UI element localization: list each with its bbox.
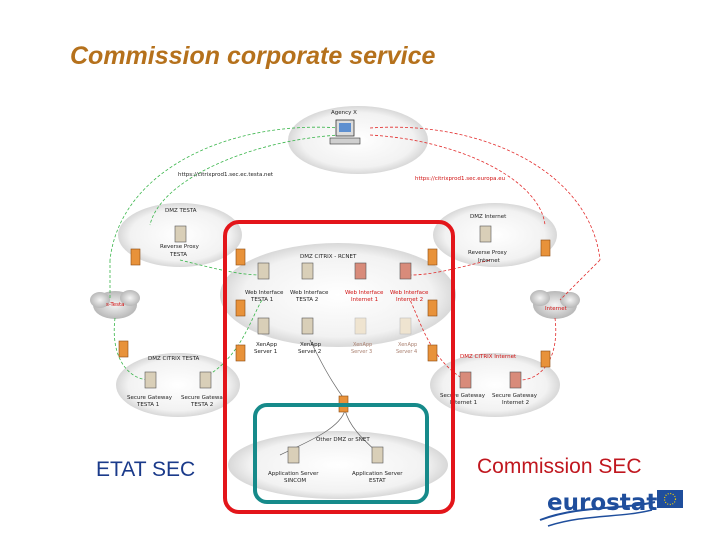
gateway-testa-1-line1: Secure Gateway [127, 395, 173, 401]
xenapp-3-line2: Server 3 [351, 349, 372, 355]
gateway-internet-2-line1: Secure Gateway [492, 393, 538, 399]
gateway-testa-2-line1: Secure Gateway [181, 395, 227, 401]
server-icons [144, 225, 522, 464]
xenapp-1-line2: Server 1 [254, 349, 277, 355]
app-server-1-line2: SINCOM [284, 478, 306, 484]
etat-sec-label: ETAT SEC [96, 458, 196, 481]
zone-other-dmz [228, 431, 448, 499]
commission-highlight-frame [223, 220, 455, 514]
slide-title: Commission corporate service [70, 42, 436, 70]
web-interface-2-line2: TESTA 2 [295, 297, 318, 303]
zone-dmz-citrix-rcnet [220, 243, 456, 347]
estat-highlight-frame [253, 403, 429, 504]
other-dmz-label: Other DMZ or SNET [316, 437, 370, 443]
web-interface-1-line2: TESTA 1 [250, 297, 273, 303]
testa-links [109, 126, 341, 381]
url-internet-label: https://citrixprod1.sec.europa.eu [415, 176, 505, 182]
eurostat-logo: eurostat [539, 490, 683, 527]
svg-text:eurostat: eurostat [547, 490, 657, 516]
cloud-testa [90, 290, 140, 319]
web-interface-1-line1: Web Interface [245, 290, 284, 296]
gateway-testa-2-line2: TESTA 2 [190, 402, 213, 408]
cloud-internet [530, 290, 580, 319]
web-interface-3-line2: Internet 1 [351, 297, 378, 303]
dmz-testa-label: DMZ TESTA [165, 208, 197, 214]
url-testa-label: https://citrixprod1.sec.ec.testa.net [178, 172, 274, 178]
reverse-proxy-testa-line2: TESTA [169, 252, 187, 258]
reverse-proxy-internet-line1: Reverse Proxy [468, 250, 508, 256]
gateway-internet-2-line2: Internet 2 [502, 400, 529, 406]
gateway-internet-1-line2: Internet 1 [450, 400, 477, 406]
eu-flag-icon [657, 490, 683, 508]
web-interface-4-line1: Web Interface [390, 290, 429, 296]
xenapp-1-line1: XenApp [256, 342, 278, 348]
agency-label: Agency X [331, 110, 357, 116]
commission-sec-label: Commission SEC [477, 455, 642, 478]
cloud-testa-label: s-Testa [106, 302, 125, 308]
app-server-2-line1: Application Server [352, 471, 403, 477]
zone-dmz-citrix-internet [430, 353, 560, 417]
xenapp-4-line1: XenApp [398, 342, 417, 348]
web-interface-3-line1: Web Interface [345, 290, 384, 296]
workstation-icon [329, 119, 361, 145]
zone-dmz-citrix-testa [116, 353, 240, 417]
gateway-internet-1-line1: Secure Gateway [440, 393, 486, 399]
internet-links [369, 126, 601, 381]
reverse-proxy-testa-line1: Reverse Proxy [160, 244, 200, 250]
web-interface-4-line2: Internet 2 [396, 297, 423, 303]
cloud-internet-label: Internet [545, 306, 568, 312]
xenapp-3-line1: XenApp [353, 342, 372, 348]
xenapp-4-line2: Server 4 [396, 349, 417, 355]
xenapp-2-line1: XenApp [300, 342, 322, 348]
dmz-citrix-internet-label: DMZ CITRIX Internet [460, 354, 517, 360]
dmz-citrix-testa-label: DMZ CITRIX TESTA [148, 356, 200, 362]
gateway-testa-1-line2: TESTA 1 [136, 402, 159, 408]
web-interface-2-line1: Web Interface [290, 290, 329, 296]
dmz-citrix-rcnet-label: DMZ CITRIX - RCNET [300, 254, 357, 260]
app-server-1-line1: Application Server [268, 471, 319, 477]
xenapp-2-line2: Server 2 [298, 349, 321, 355]
reverse-proxy-internet-line2: Internet [478, 258, 501, 264]
dmz-internet-label: DMZ Internet [470, 214, 507, 220]
zone-dmz-internet [433, 203, 557, 267]
app-server-2-line2: ESTAT [369, 478, 386, 484]
